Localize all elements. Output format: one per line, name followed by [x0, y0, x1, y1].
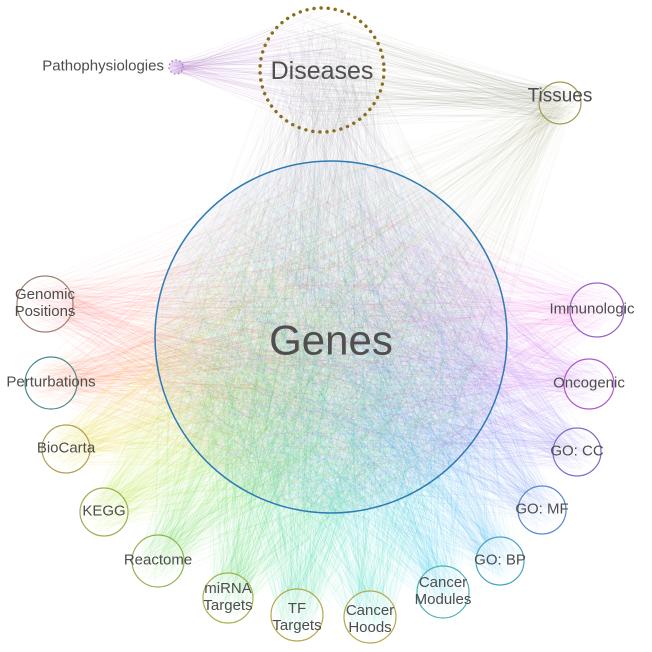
node-go-mf[interactable] — [517, 485, 567, 535]
node-label-oncogenic[interactable]: Oncogenic — [553, 374, 625, 392]
node-reactome[interactable] — [131, 534, 185, 588]
node-label-perturbations[interactable]: Perturbations — [6, 373, 96, 391]
node-label-go-bp[interactable]: GO: BP — [474, 551, 526, 569]
node-label-biocarta[interactable]: BioCarta — [36, 439, 96, 457]
node-label-go-cc[interactable]: GO: CC — [550, 442, 604, 460]
node-tissues[interactable] — [538, 81, 582, 125]
node-label-cancer-hoods[interactable]: Cancer Hoods — [345, 602, 395, 636]
node-tf-targets[interactable] — [270, 588, 324, 642]
node-kegg[interactable] — [79, 487, 129, 537]
node-label-diseases[interactable]: Diseases — [270, 57, 374, 85]
node-genomic-positions[interactable] — [16, 275, 74, 333]
node-label-go-mf[interactable]: GO: MF — [515, 500, 569, 518]
node-cancer-modules[interactable] — [416, 565, 470, 619]
node-genes[interactable] — [154, 160, 508, 514]
node-label-reactome[interactable]: Reactome — [123, 551, 193, 569]
node-go-bp[interactable] — [475, 536, 525, 586]
node-label-tissues[interactable]: Tissues — [527, 85, 593, 107]
node-label-immunologic[interactable]: Immunologic — [549, 300, 635, 318]
node-label-tf-targets[interactable]: TF Targets — [272, 600, 322, 634]
node-immunologic[interactable] — [569, 282, 625, 338]
node-label-cancer-modules[interactable]: Cancer Modules — [414, 574, 472, 608]
node-label-pathophysiologies[interactable]: Pathophysiologies — [42, 57, 164, 75]
node-label-mirna-targets[interactable]: miRNA Targets — [203, 580, 253, 614]
node-oncogenic[interactable] — [563, 358, 615, 410]
node-label-genes[interactable]: Genes — [269, 316, 393, 364]
node-label-genomic-positions[interactable]: Genomic Positions — [14, 286, 76, 320]
node-label-kegg[interactable]: KEGG — [82, 502, 126, 520]
node-pathophysiologies[interactable] — [168, 59, 184, 75]
node-cancer-hoods[interactable] — [343, 590, 397, 644]
node-biocarta[interactable] — [41, 424, 91, 474]
node-mirna-targets[interactable] — [202, 572, 254, 624]
node-perturbations[interactable] — [24, 356, 78, 410]
node-diseases[interactable] — [258, 6, 386, 134]
genes-hub-fill — [155, 161, 507, 513]
node-go-cc[interactable] — [552, 427, 602, 477]
